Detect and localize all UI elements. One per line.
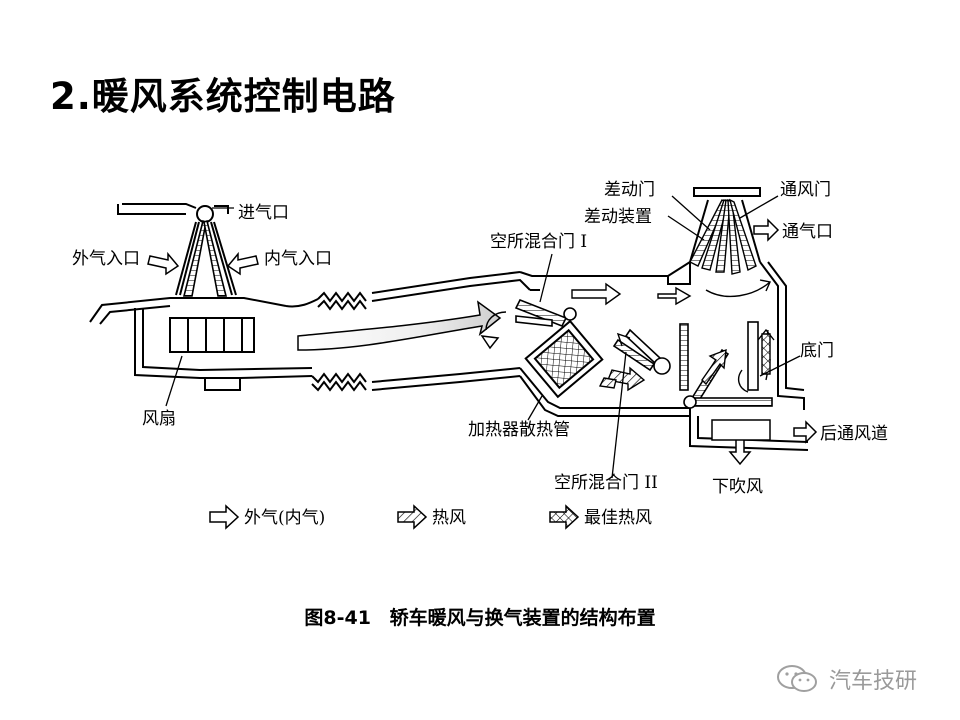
watermark: 汽车技研: [775, 664, 945, 694]
legend-outline-arrow-icon: [209, 504, 240, 530]
label-diff-door: 差动门: [604, 180, 655, 200]
figure-caption: 图8-41 轿车暖风与换气装置的结构布置: [0, 603, 960, 630]
label-bottom-door: 底门: [800, 341, 834, 361]
interior-plates: [679, 321, 773, 409]
label-diff-device: 差动装置: [584, 207, 652, 227]
label-mix-door-1: 空所混合门 I: [490, 232, 587, 252]
label-fan: 风扇: [142, 409, 176, 429]
label-outside-inlet: 外气入口: [72, 249, 140, 269]
flow-arrows-inner: [571, 282, 775, 393]
label-intake: 进气口: [238, 203, 289, 223]
figure-caption-text: 轿车暖风与换气装置的结构布置: [389, 607, 656, 629]
vent-door-arc: [705, 281, 771, 298]
label-rear-duct: 后通风道: [820, 424, 888, 444]
label-heater-core: 加热器散热管: [468, 420, 570, 440]
watermark-text: 汽车技研: [829, 669, 918, 694]
figure-number: 图8-41: [304, 607, 371, 629]
heater-core: [524, 319, 604, 399]
legend: 外气(内气) 热风 最佳热风: [209, 504, 652, 530]
intake-flaps: [182, 219, 228, 297]
main-flow-arrow: [297, 300, 502, 351]
label-inside-inlet: 内气入口: [264, 249, 332, 269]
legend-label-hot-air: 热风: [432, 508, 466, 528]
mix-door-1: [514, 298, 577, 328]
legend-label-best-hot-air: 最佳热风: [584, 508, 652, 528]
label-vent-door: 通风门: [780, 180, 831, 200]
leader-lines: [165, 195, 801, 479]
mix-door-2: [612, 328, 671, 375]
vent-upper-housing: [689, 187, 761, 263]
external-outline-arrows: [147, 218, 818, 466]
legend-hatched-arrow-icon: [397, 504, 428, 530]
label-down-blow: 下吹风: [712, 477, 763, 497]
intake-housing: [89, 203, 313, 391]
recirc-arrow: [485, 311, 507, 331]
label-vent-port: 通气口: [782, 222, 833, 242]
differential-door-blades: [689, 198, 757, 275]
legend-cross-hatched-arrow-icon: [549, 504, 580, 530]
fan-blades: [169, 317, 255, 353]
air-duct: [285, 261, 691, 392]
legend-label-outside-air: 外气(内气): [244, 508, 325, 528]
page-title: 2.暖风系统控制电路: [50, 75, 396, 118]
label-mix-door-2: 空所混合门 II: [554, 473, 658, 493]
wechat-icon: [777, 665, 817, 692]
